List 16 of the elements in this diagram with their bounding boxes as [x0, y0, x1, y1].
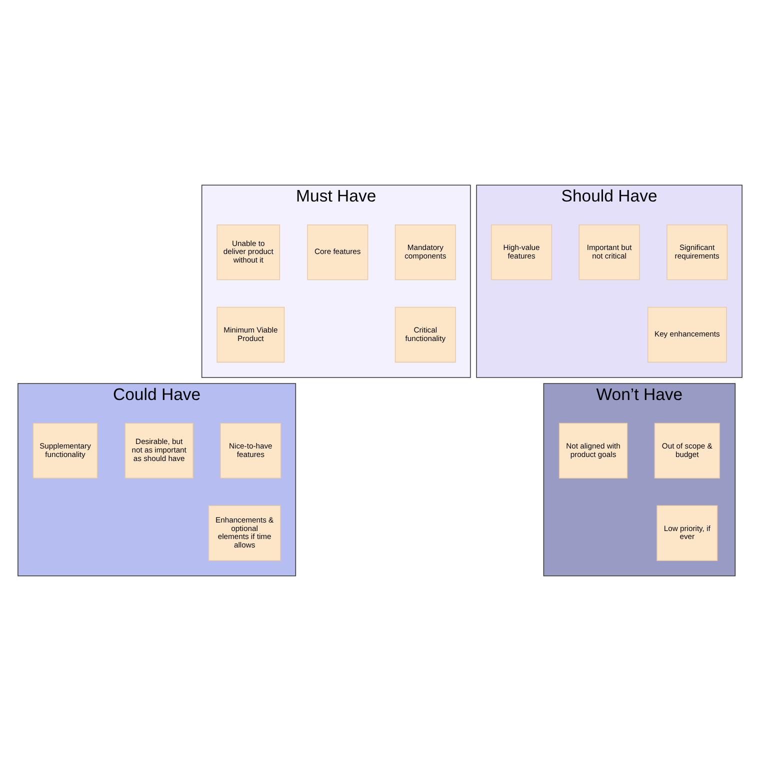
node-box: Mandatory components: [394, 224, 456, 280]
node-box: Core features: [307, 224, 368, 280]
node-box: Desirable, but not as important as should have: [124, 422, 194, 478]
node-box: Key enhancements: [647, 306, 727, 362]
node-box: High-value features: [491, 224, 552, 280]
node-box: Significant requirements: [666, 224, 728, 280]
node-box: Supplementary functionality: [32, 422, 98, 478]
node-box: Important but not critical: [578, 224, 640, 280]
node-box: Enhancements & optional elements if time allows: [208, 504, 281, 560]
node-box: Nice-to-have features: [220, 422, 282, 478]
node-box: Low priority, if ever: [656, 504, 718, 560]
node-box: Minimum Viable Product: [216, 306, 285, 362]
node-box: Unable to deliver product without it: [216, 224, 280, 280]
node-box: Out of scope & budget: [654, 422, 720, 478]
node-box: Not aligned with product goals: [558, 422, 628, 478]
node-box: Critical functionality: [394, 306, 456, 362]
